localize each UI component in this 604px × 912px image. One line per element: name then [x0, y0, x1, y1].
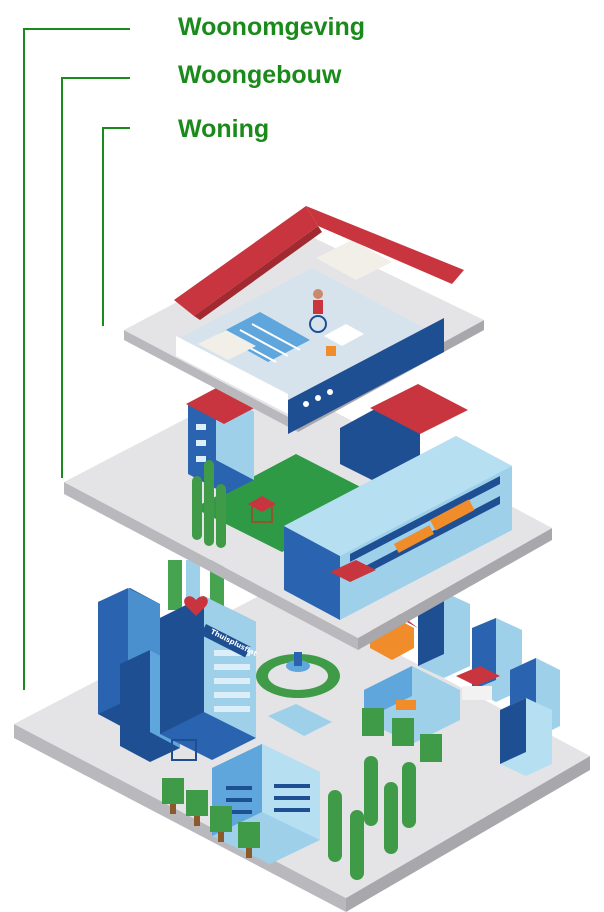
building-platform-side	[64, 482, 358, 650]
label-woongebouw: Woongebouw	[178, 61, 342, 89]
layer-woongebouw	[64, 338, 552, 650]
layer-woning	[124, 206, 484, 434]
layer-woonomgeving: Thuisplusflat	[14, 560, 590, 912]
rug	[218, 312, 310, 362]
roof-underside	[194, 226, 322, 320]
home-platform-side	[124, 330, 298, 432]
bed	[316, 240, 392, 280]
block-right-1	[418, 592, 470, 678]
cypress-trees	[192, 460, 226, 548]
support-column	[168, 560, 182, 610]
person-wheelchair-icon	[309, 289, 327, 333]
bracket-woonomgeving	[23, 28, 130, 690]
block-right-4	[500, 698, 552, 776]
roof-left	[174, 206, 318, 316]
label-woonomgeving: Woonomgeving	[178, 13, 366, 41]
sofa	[198, 330, 256, 360]
heart-icon	[184, 596, 208, 616]
tree-group	[162, 708, 442, 880]
home-wall-front	[288, 318, 444, 434]
apartment-thuisplusflat: Thuisplusflat	[160, 596, 259, 760]
entrance-canopy	[330, 560, 376, 582]
plaza	[256, 652, 340, 698]
courtyard-lawn	[194, 454, 382, 552]
bracket-woongebouw	[61, 77, 130, 478]
shop-row	[364, 666, 460, 744]
planter-boxes	[303, 389, 333, 407]
table	[324, 324, 364, 346]
label-woning: Woning	[178, 115, 270, 143]
home-wall-left	[176, 336, 288, 414]
neighbourhood-platform-side-right	[346, 756, 590, 912]
bracket-woning	[102, 127, 130, 326]
chair	[326, 346, 336, 356]
neighbourhood-platform-side	[14, 724, 346, 912]
building-platform-side-right	[358, 528, 552, 650]
market-stall	[456, 666, 500, 700]
roof-right	[306, 206, 464, 284]
building-back-wing	[340, 384, 468, 482]
bus-stop	[171, 739, 197, 761]
